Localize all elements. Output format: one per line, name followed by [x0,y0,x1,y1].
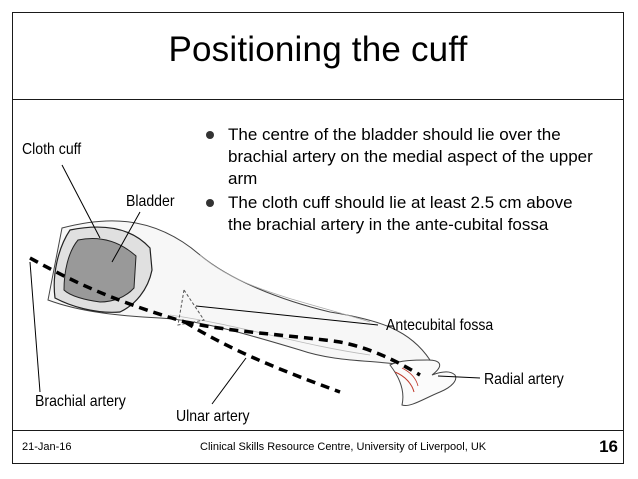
ulnar-artery-leader [211,357,247,405]
footer-date: 21-Jan-16 [22,441,72,453]
radial-artery-line [184,320,421,377]
slide-frame [12,12,624,464]
title-box [12,12,624,100]
arm-fold-line-2 [169,314,371,356]
label-radial-artery: Radial artery [484,371,564,388]
bullet-cuff-position: The cloth cuff should lie at least 2.5 c… [206,192,596,236]
bullet-bladder-position: The centre of the bladder should lie ove… [206,124,596,190]
slide-number: 16 [599,437,618,456]
brachial-artery-leader [29,261,41,393]
bladder [63,238,137,303]
hand-outline [389,359,457,407]
footer-source: Clinical Skills Resource Centre, Univers… [200,441,487,453]
antecubital-fossa-marker [177,288,205,326]
slide-title: Positioning the cuff [168,30,468,69]
bullet-list: The centre of the bladder should lie ove… [206,124,596,238]
antecubital-fossa-leader [195,305,379,326]
label-bladder: Bladder [126,193,175,210]
footer-divider [12,430,624,431]
bladder-leader [111,211,141,263]
label-antecubital-fossa: Antecubital fossa [386,317,494,334]
radial-artery-leader [437,375,481,379]
cloth-cuff-leader [61,164,101,239]
hand-crease [394,371,415,393]
label-ulnar-artery: Ulnar artery [176,408,250,425]
label-brachial-artery: Brachial artery [35,393,126,410]
ulnar-artery-line [184,320,341,394]
arm-fold-line [199,254,371,323]
label-cloth-cuff: Cloth cuff [22,141,82,158]
hand-crease-2 [401,367,419,387]
brachial-artery-line [29,256,186,324]
